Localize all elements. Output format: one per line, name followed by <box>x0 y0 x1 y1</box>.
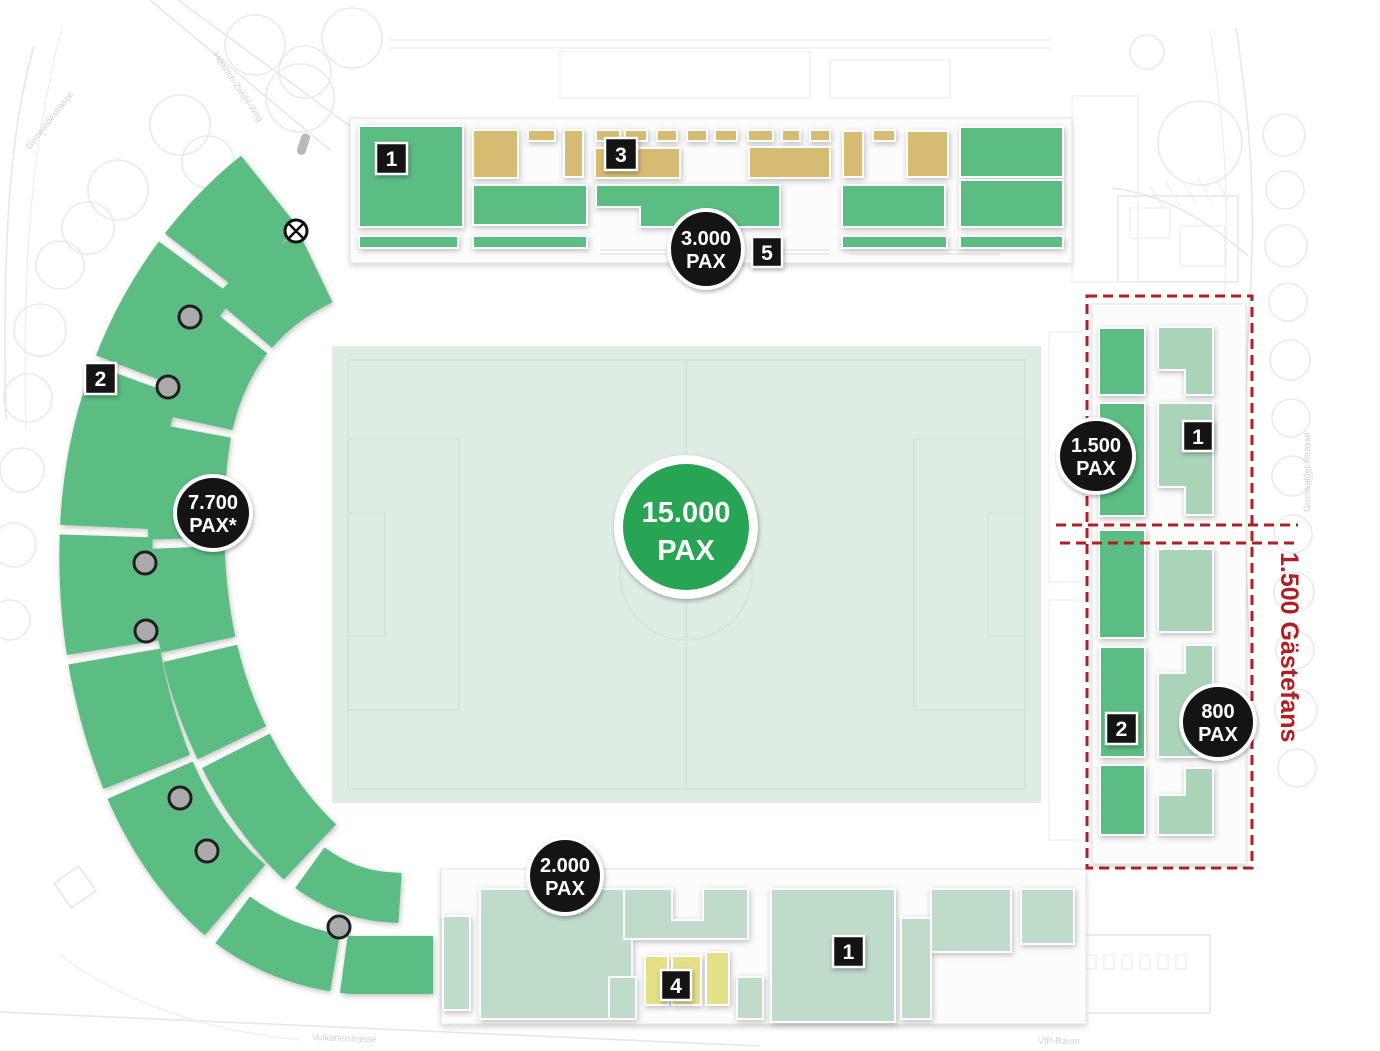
svg-text:PAX: PAX <box>1198 724 1238 746</box>
walkway-dot <box>177 304 203 330</box>
svg-text:15.000: 15.000 <box>642 497 731 529</box>
block-plate-north-3: 3 <box>603 136 639 172</box>
seating-block <box>1098 327 1146 396</box>
seating-block <box>442 915 471 1011</box>
svg-text:4: 4 <box>670 975 682 998</box>
seating-block <box>705 951 730 1006</box>
guest-fans-label: 1.500 Gästefans <box>1275 552 1303 742</box>
vip-raum-label: VIP-Raum <box>1038 1036 1080 1046</box>
street-label-north-west: Heinrich-Zwehl-Weg <box>211 51 265 124</box>
walkway-dot <box>155 374 181 400</box>
seating-block <box>358 125 464 228</box>
seating-block <box>872 129 896 142</box>
seating-block <box>959 126 1064 178</box>
north-stand <box>358 125 1064 249</box>
seating-block <box>1157 326 1214 396</box>
seating-block <box>906 130 949 178</box>
seating-block <box>781 129 801 142</box>
badge-north-3000-pax: 3.000 PAX <box>667 208 745 290</box>
block-plate-east-1: 1 <box>1181 419 1215 453</box>
svg-text:3: 3 <box>615 144 627 167</box>
block-plate-north-5: 5 <box>750 235 784 269</box>
seating-block <box>1020 888 1075 945</box>
svg-text:5: 5 <box>761 242 773 265</box>
walkway-dot <box>167 785 193 811</box>
svg-text:2.000: 2.000 <box>540 855 590 877</box>
trees-east <box>1129 34 1318 788</box>
west-inner-tail <box>285 841 402 923</box>
seating-block <box>608 976 637 1020</box>
badge-center-15000-pax: 15.000 PAX <box>614 455 758 599</box>
svg-text:7.700: 7.700 <box>188 492 238 514</box>
seating-block <box>527 129 556 142</box>
seating-block <box>748 146 831 179</box>
street-label-west: Gemeindestrasse <box>24 89 75 151</box>
seating-block <box>472 129 519 179</box>
svg-text:2: 2 <box>95 368 107 391</box>
seating-block <box>472 184 588 226</box>
street-label-south: Vulkanerstrasse <box>312 1032 377 1044</box>
svg-text:2: 2 <box>1116 718 1128 741</box>
seating-block <box>1157 767 1214 836</box>
seating-block <box>747 129 774 142</box>
block-plate-east-2: 2 <box>1104 711 1139 746</box>
svg-text:1: 1 <box>843 941 855 964</box>
seating-block <box>1098 529 1146 639</box>
building-north-east <box>1111 175 1249 283</box>
west-inner-ring <box>147 233 337 880</box>
block-plate-south-4: 4 <box>659 968 693 1002</box>
block-plate-west-2: 2 <box>83 361 118 396</box>
seating-block <box>358 235 459 249</box>
seating-block <box>1157 548 1214 633</box>
turnstile-marks <box>296 133 1000 255</box>
seating-block <box>736 976 764 1020</box>
west-outer-tail <box>205 890 433 994</box>
entrance-marker <box>296 133 310 155</box>
west-outer-ring <box>59 155 300 936</box>
svg-text:PAX: PAX <box>657 535 715 567</box>
seating-block <box>959 235 1064 249</box>
seating-block <box>930 888 1012 953</box>
svg-text:3.000: 3.000 <box>681 228 731 250</box>
walkway-dot <box>194 838 220 864</box>
svg-text:PAX: PAX <box>686 251 726 273</box>
walkway-dot <box>326 914 352 940</box>
guest-area-outline <box>1085 294 1254 870</box>
seating-block <box>841 184 946 228</box>
seating-block <box>809 129 831 142</box>
badge-south-2000-pax: 2.000 PAX <box>526 836 604 916</box>
seating-block <box>563 129 584 178</box>
south-stand <box>442 888 1075 1023</box>
badge-east-1500-pax: 1.500 PAX <box>1056 417 1136 495</box>
walkway-dots <box>132 218 352 940</box>
seating-block <box>841 235 948 249</box>
seating-block <box>656 129 678 142</box>
walkway-dot <box>132 550 158 576</box>
block-plate-south-1: 1 <box>831 934 866 969</box>
walkway-dot <box>133 618 159 644</box>
svg-text:800: 800 <box>1201 701 1234 723</box>
guest-fans-annotation: 1.500 Gästefans <box>1056 294 1303 870</box>
seating-block <box>900 917 932 1020</box>
seating-block <box>686 129 708 142</box>
seating-block <box>472 235 588 249</box>
badge-east-800-pax: 800 PAX <box>1179 683 1257 761</box>
svg-text:1.500: 1.500 <box>1071 435 1121 457</box>
svg-text:PAX*: PAX* <box>189 515 237 537</box>
svg-text:1: 1 <box>386 148 398 171</box>
seating-block <box>1099 764 1146 836</box>
seating-block <box>714 129 738 142</box>
seating-block <box>842 130 864 178</box>
seating-block <box>623 888 749 940</box>
block-plate-north-1: 1 <box>374 141 409 176</box>
seating-block <box>595 184 781 228</box>
gate-icon <box>283 218 309 244</box>
svg-text:PAX: PAX <box>1076 458 1116 480</box>
trees-north-west <box>0 7 383 641</box>
svg-text:PAX: PAX <box>545 878 585 900</box>
seating-block <box>959 179 1064 228</box>
svg-text:1: 1 <box>1192 426 1204 449</box>
street-label-east: Grunwalder Strasse <box>1302 432 1312 512</box>
badge-west-7700-pax: 7.700 PAX* <box>173 474 253 552</box>
